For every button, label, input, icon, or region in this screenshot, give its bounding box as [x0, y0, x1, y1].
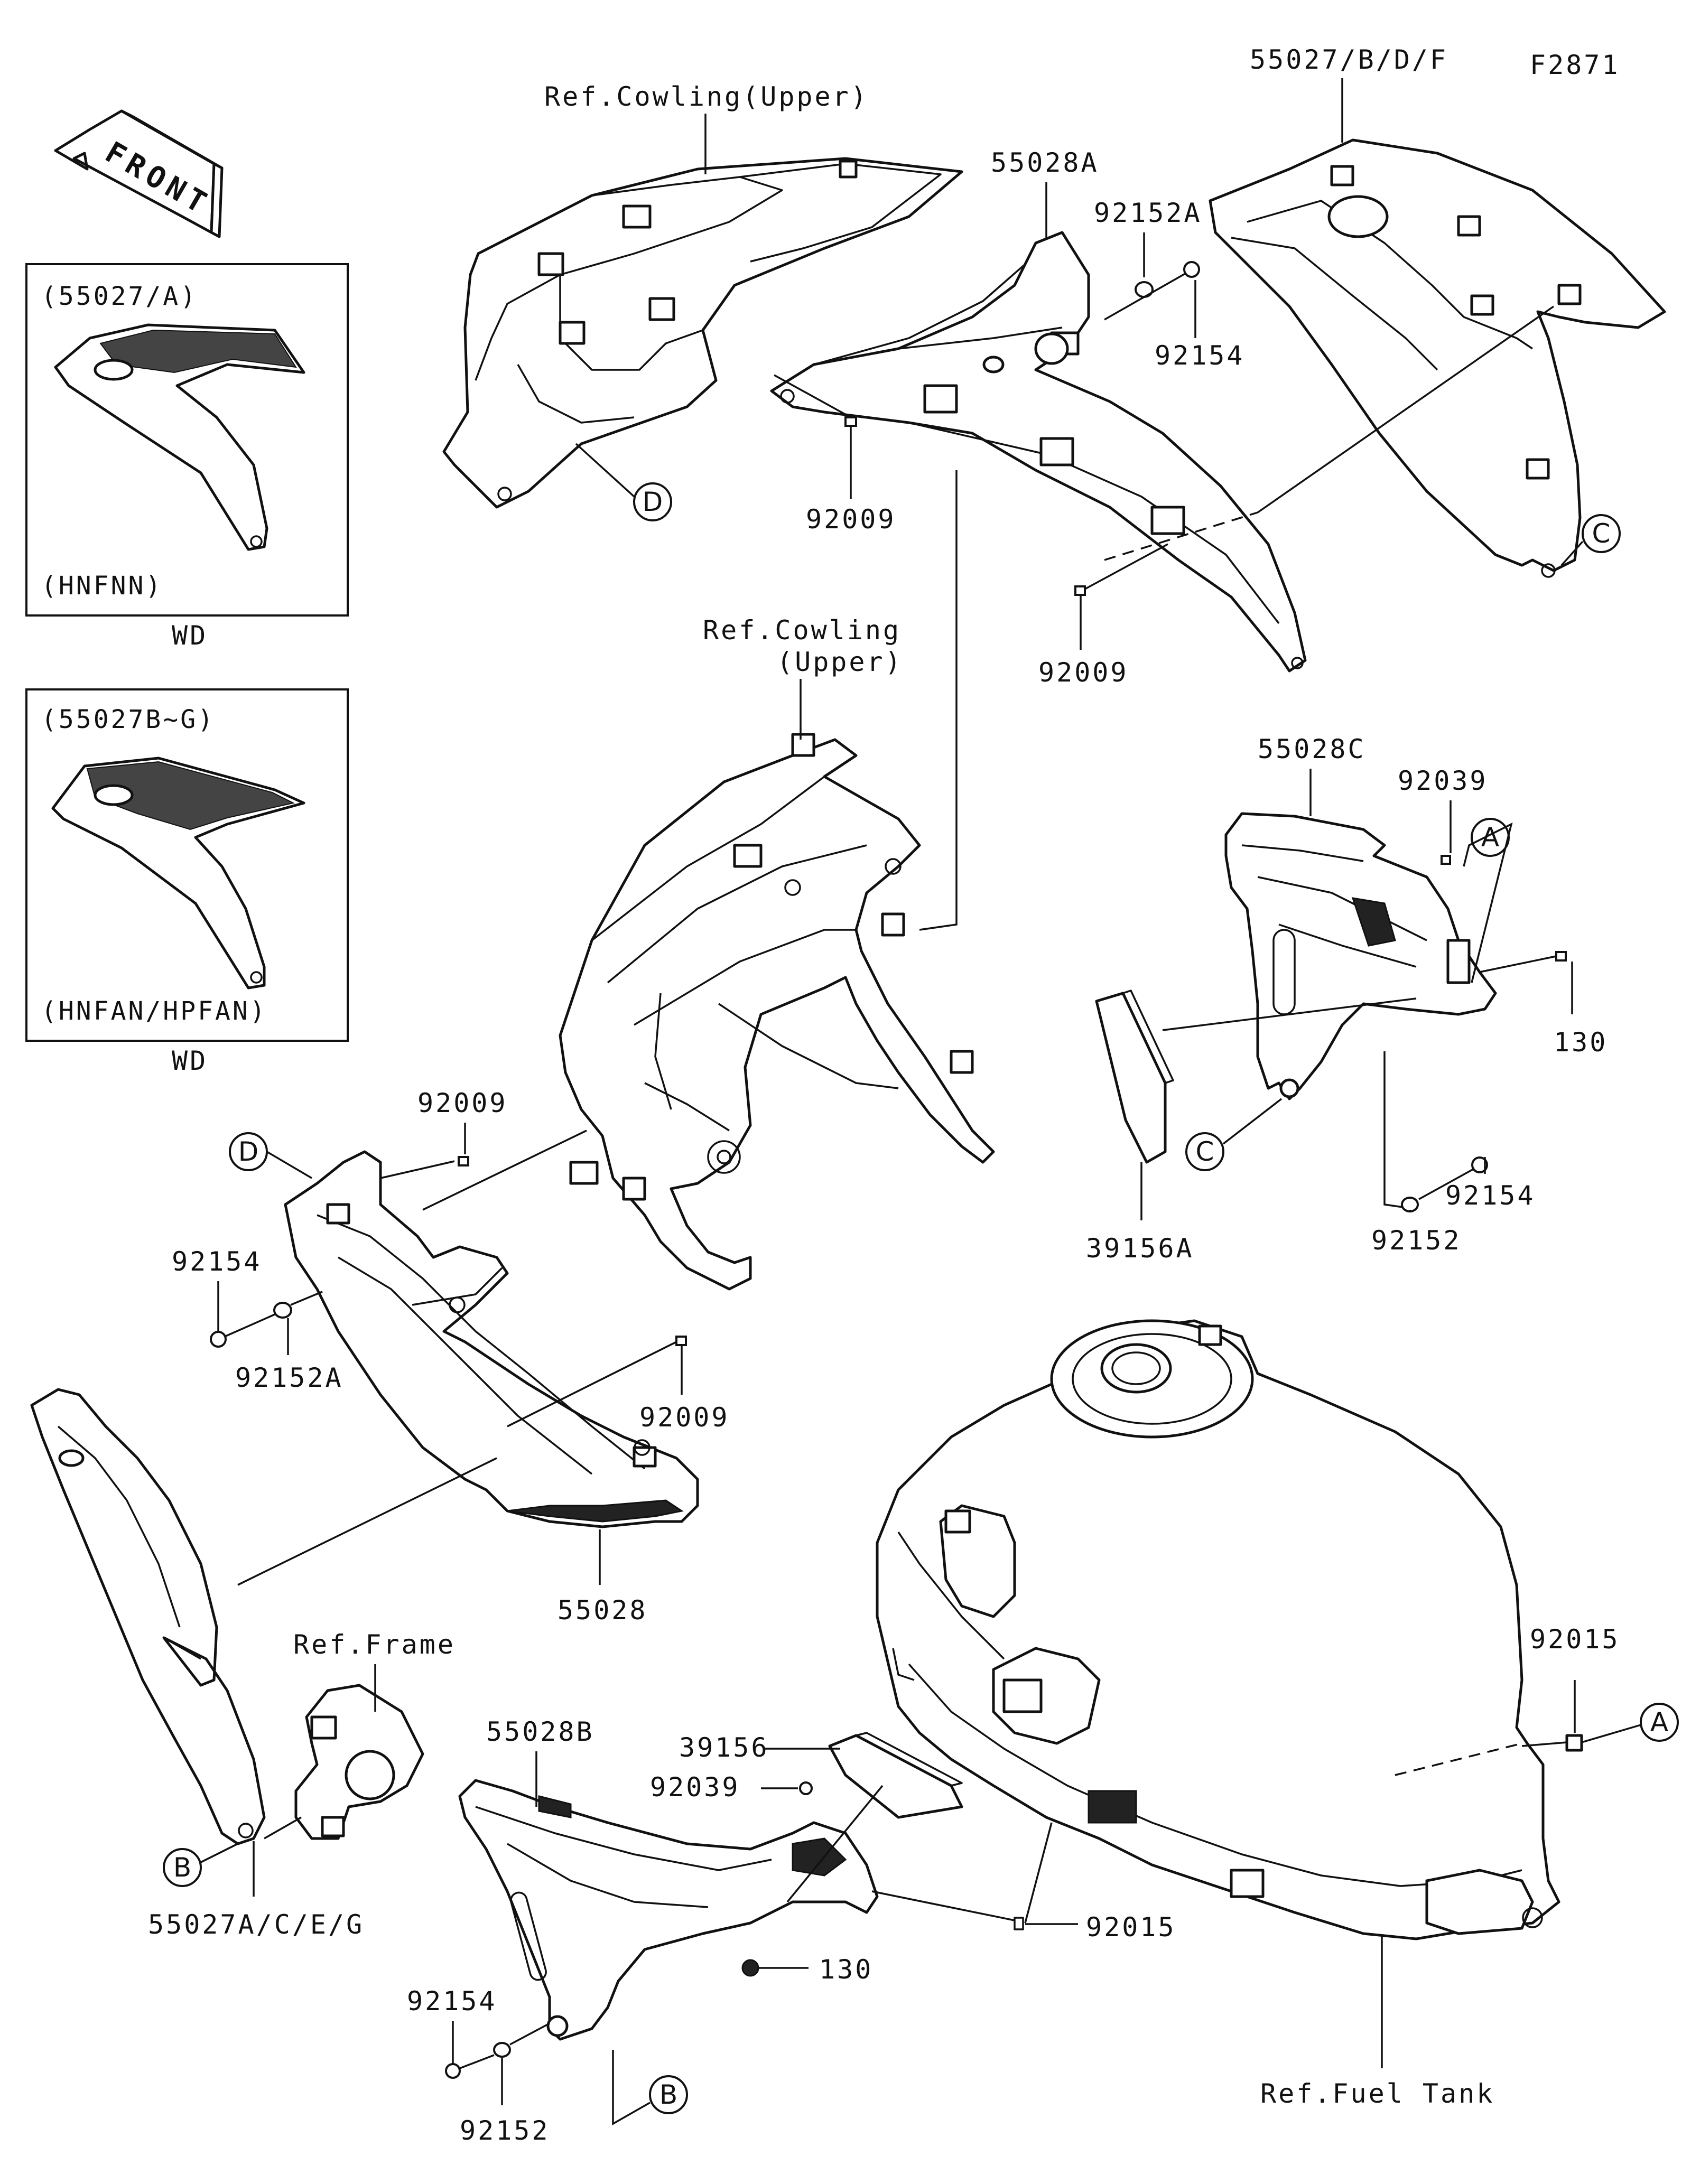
part-92152a-label: 92152A: [235, 1362, 343, 1393]
figure-code: F2871: [1530, 50, 1620, 80]
screw-icon: [741, 1959, 759, 1977]
part-55028b-label: 55028B: [486, 1716, 594, 1747]
part-92039-label: 92039: [650, 1772, 740, 1803]
part-92009-label: 92009: [1038, 657, 1129, 688]
part-55027-bdf: [1209, 138, 1666, 578]
washer-icon: [1401, 1197, 1419, 1212]
part-55028c: [1224, 812, 1497, 1100]
part-92015-label: 92015: [1086, 1912, 1176, 1943]
part-39156a: [1095, 990, 1174, 1164]
part-55027-bdf-label: 55027/B/D/F: [1250, 44, 1448, 75]
ref-marker-b: B: [173, 1852, 191, 1883]
ref-fuel-tank-label: Ref.Fuel Tank: [1260, 2078, 1494, 2109]
part-92009-label: 92009: [417, 1088, 508, 1118]
frame-reference: [559, 733, 995, 1291]
inset-part-number: (55027B~G): [41, 705, 215, 734]
screw-icon: [1183, 261, 1200, 278]
ref-marker-d: D: [643, 487, 663, 517]
ref-marker-d: D: [238, 1136, 259, 1167]
inset-variant: (HNFAN/HPFAN): [41, 996, 267, 1026]
screw-icon: [799, 1781, 813, 1795]
part-92009-label: 92009: [639, 1402, 730, 1433]
part-92152a-label: 92152A: [1094, 198, 1202, 228]
part-92015-label: 92015: [1530, 1624, 1620, 1655]
washer-icon: [493, 2042, 511, 2058]
inset-variant: (HNFNN): [41, 571, 163, 601]
upper-cowling-reference: [442, 157, 963, 509]
part-92154-label: 92154: [1155, 340, 1245, 371]
screw-icon: [458, 1156, 469, 1166]
part-130-label: 130: [819, 1954, 873, 1985]
part-55027-aceg-label: 55027A/C/E/G: [148, 1909, 364, 1940]
dowel-icon: [1014, 1917, 1024, 1930]
part-39156a-label: 39156A: [1086, 1233, 1194, 1264]
screw-icon: [1441, 855, 1451, 865]
frame-bracket-reference: [294, 1684, 424, 1840]
screw-icon: [1555, 951, 1567, 962]
part-92039-label: 92039: [1398, 766, 1488, 796]
screw-icon: [1074, 585, 1086, 596]
part-55028-label: 55028: [558, 1595, 648, 1626]
screw-icon: [1471, 1156, 1488, 1173]
part-55028a: [770, 231, 1307, 673]
part-130-label: 130: [1554, 1027, 1608, 1058]
ref-cowling-label-2: (Upper): [777, 647, 903, 677]
screw-icon: [675, 1336, 687, 1346]
ref-frame-label: Ref.Frame: [293, 1629, 456, 1660]
ref-cowling-upper-label: Ref.Cowling(Upper): [544, 81, 869, 112]
part-92154-label: 92154: [407, 1986, 497, 2017]
part-55027-aceg: [30, 1388, 266, 1845]
inset-market: WD: [172, 620, 208, 651]
part-39156-label: 39156: [679, 1732, 769, 1763]
ref-marker-b: B: [659, 2079, 677, 2110]
washer-icon: [273, 1302, 292, 1319]
screw-icon: [445, 2063, 461, 2079]
inset-part-number: (55027/A): [41, 282, 198, 311]
part-92152-label: 92152: [1371, 1225, 1462, 1256]
screw-icon: [210, 1331, 227, 1348]
part-55028b: [458, 1779, 879, 2041]
part-92152-label: 92152: [460, 2115, 550, 2146]
ref-cowling-label: Ref.Cowling: [703, 615, 901, 646]
inset-market: WD: [172, 1046, 208, 1076]
part-92154-label: 92154: [1445, 1180, 1536, 1211]
ref-marker-a: A: [1650, 1707, 1668, 1738]
part-55028a-label: 55028A: [991, 147, 1099, 178]
dowel-icon: [1565, 1734, 1583, 1752]
part-55028c-label: 55028C: [1258, 734, 1366, 764]
screw-icon: [844, 416, 857, 427]
front-arrow-icon: FRONT: [54, 109, 224, 238]
part-92009-label: 92009: [806, 504, 896, 535]
fuel-tank-reference: [876, 1319, 1560, 1940]
part-55028: [284, 1150, 699, 1528]
inset-55027a: (55027/A) (HNFNN): [25, 263, 349, 617]
ref-marker-c: C: [1196, 1136, 1214, 1167]
part-39156: [828, 1732, 963, 1819]
inset-55027b-g: (55027B~G) (HNFAN/HPFAN): [25, 688, 349, 1042]
part-92154-label: 92154: [172, 1246, 262, 1277]
ref-marker-c: C: [1592, 518, 1611, 549]
